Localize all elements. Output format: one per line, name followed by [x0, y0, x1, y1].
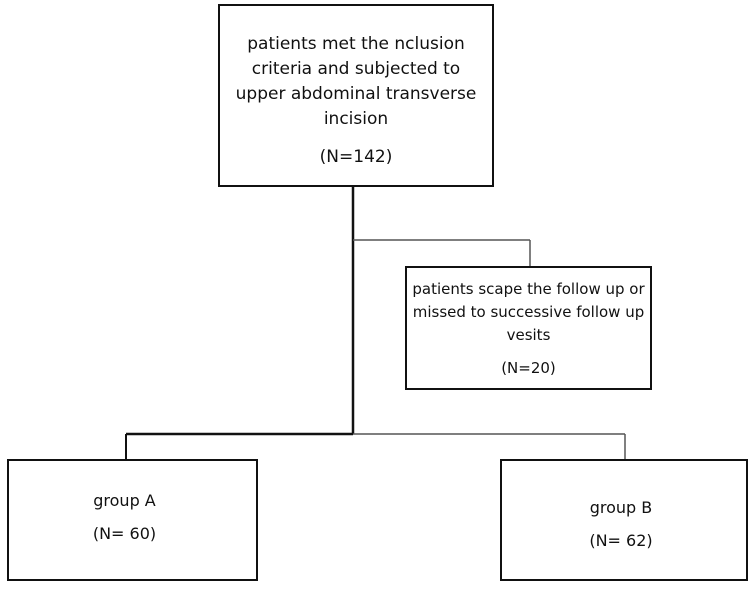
excluded-box: patients scape the follow up or missed t…	[405, 266, 652, 390]
excluded-label: patients scape the follow up or missed t…	[412, 280, 645, 344]
inclusion-label: patients met the nclusion criteria and s…	[235, 34, 477, 129]
group-b-label: group B	[589, 498, 653, 517]
excluded-count: (N=20)	[501, 359, 556, 377]
group-b-count: (N= 62)	[589, 531, 653, 550]
group-b-box: group B (N= 62)	[500, 459, 748, 581]
group-a-label: group A	[93, 491, 156, 510]
inclusion-box: patients met the nclusion criteria and s…	[218, 4, 494, 187]
group-a-box: group A (N= 60)	[7, 459, 258, 581]
group-a-count: (N= 60)	[92, 524, 157, 543]
inclusion-count: (N=142)	[319, 147, 393, 167]
